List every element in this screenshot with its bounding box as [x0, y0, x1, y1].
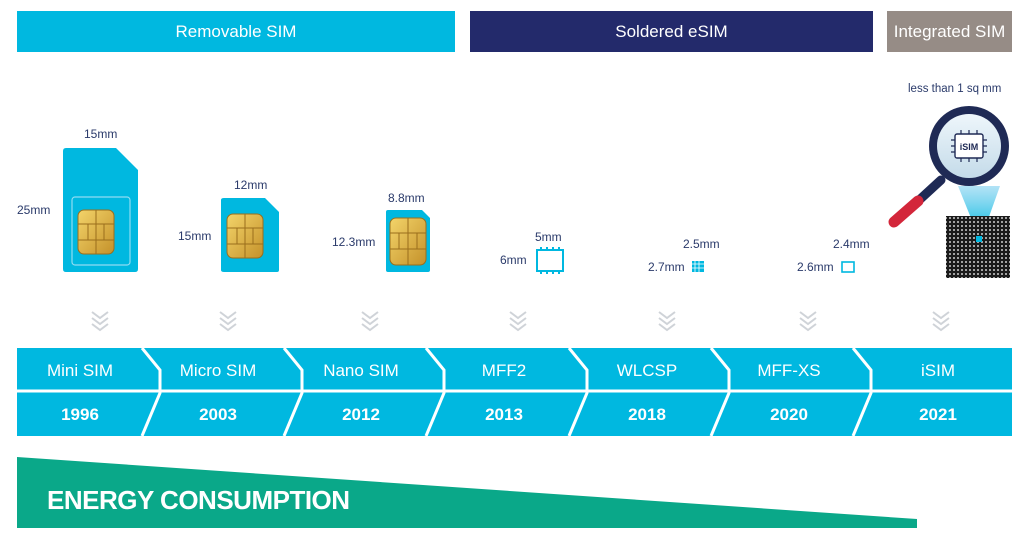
isim-illustration: iSIM — [888, 106, 1010, 278]
isim-chip-label: iSIM — [960, 142, 979, 152]
nano-sim-height: 12.3mm — [332, 235, 376, 249]
mff-xs-width: 2.4mm — [833, 237, 870, 251]
wlcsp-height: 2.7mm — [648, 260, 685, 274]
timeline-name: Mini SIM — [47, 361, 113, 380]
micro-sim-height: 15mm — [178, 229, 212, 243]
timeline-year: 2012 — [342, 405, 380, 424]
mff2-width: 5mm — [535, 230, 562, 244]
category-label: Removable SIM — [175, 21, 297, 41]
category-label: Soldered eSIM — [615, 21, 728, 41]
timeline-year: 2021 — [919, 405, 957, 424]
timeline-name: iSIM — [921, 361, 955, 380]
micro-sim-card — [221, 198, 279, 272]
mini-sim-height: 25mm — [17, 203, 51, 217]
timeline-year: 2013 — [485, 405, 523, 424]
timeline-year: 2018 — [628, 405, 666, 424]
mff-xs-chip — [841, 261, 855, 273]
mini-sim-card — [63, 148, 138, 272]
chevron-down-icon — [658, 311, 676, 332]
timeline-year: 1996 — [61, 405, 99, 424]
mini-sim-width: 15mm — [84, 127, 118, 141]
timeline-name: Micro SIM — [180, 361, 257, 380]
timeline-names: Mini SIM Micro SIM Nano SIM MFF2 WLCSP M… — [47, 361, 955, 380]
chevron-down-icon — [91, 311, 109, 332]
chevron-down-icon — [932, 311, 950, 332]
energy-wedge — [17, 457, 917, 528]
timeline-name: Nano SIM — [323, 361, 399, 380]
timeline-name: MFF-XS — [757, 361, 820, 380]
chevron-down-icon — [799, 311, 817, 332]
energy-consumption-label: ENERGY CONSUMPTION — [47, 485, 350, 515]
mff2-height: 6mm — [500, 253, 527, 267]
timeline-name: WLCSP — [617, 361, 677, 380]
chevron-down-icon — [509, 311, 527, 332]
timeline-year: 2003 — [199, 405, 237, 424]
timeline-year: 2020 — [770, 405, 808, 424]
timeline-years: 1996 2003 2012 2013 2018 2020 2021 — [61, 405, 957, 424]
mff-xs-height: 2.6mm — [797, 260, 834, 274]
chevron-down-icon — [361, 311, 379, 332]
wlcsp-width: 2.5mm — [683, 237, 720, 251]
category-removable-sim: Removable SIM — [17, 11, 455, 52]
timeline-name: MFF2 — [482, 361, 526, 380]
category-integrated-sim: Integrated SIM — [887, 11, 1012, 52]
micro-sim-width: 12mm — [234, 178, 268, 192]
nano-sim-width: 8.8mm — [388, 191, 425, 205]
nano-sim-card — [386, 210, 430, 272]
wlcsp-chip — [692, 261, 704, 272]
category-soldered-esim: Soldered eSIM — [470, 11, 873, 52]
mff2-chip — [536, 247, 564, 274]
chevron-down-icons — [91, 311, 950, 332]
category-label: Integrated SIM — [893, 21, 1006, 41]
chevron-down-icon — [219, 311, 237, 332]
timeline-ribbon — [17, 347, 1012, 437]
isim-size-note: less than 1 sq mm — [908, 83, 1002, 95]
